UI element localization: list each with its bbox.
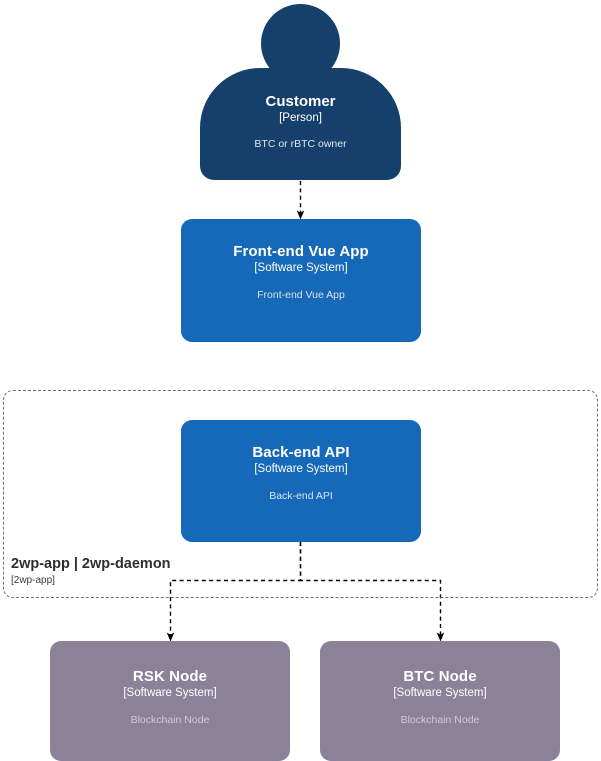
frontend-title: Front-end Vue App	[233, 243, 369, 260]
customer-description: BTC or rBTC owner	[254, 138, 347, 150]
rsk-node-description: Blockchain Node	[130, 714, 210, 726]
node-rsk-node[interactable]: RSK Node [Software System] Blockchain No…	[50, 641, 290, 761]
boundary-2wp-app	[3, 390, 598, 598]
frontend-description: Front-end Vue App	[257, 289, 345, 301]
boundary-name: 2wp-app | 2wp-daemon	[11, 556, 171, 572]
node-btc-node[interactable]: BTC Node [Software System] Blockchain No…	[320, 641, 560, 761]
rsk-node-title: RSK Node	[132, 668, 208, 685]
customer-title: Customer	[265, 93, 336, 110]
customer-stereotype: [Person]	[279, 112, 322, 124]
boundary-label: 2wp-app | 2wp-daemon [2wp-app]	[11, 556, 311, 587]
backend-title: Back-end API	[252, 444, 350, 461]
backend-description: Back-end API	[269, 490, 333, 502]
node-customer[interactable]: Customer [Person] BTC or rBTC owner	[200, 68, 401, 180]
backend-stereotype: [Software System]	[254, 463, 348, 475]
btc-node-description: Blockchain Node	[400, 714, 480, 726]
node-frontend-vue-app[interactable]: Front-end Vue App [Software System] Fron…	[181, 219, 421, 342]
frontend-stereotype: [Software System]	[254, 262, 348, 274]
btc-node-title: BTC Node	[403, 668, 477, 685]
rsk-node-stereotype: [Software System]	[123, 687, 217, 699]
boundary-type: [2wp-app]	[11, 575, 55, 586]
node-backend-api[interactable]: Back-end API [Software System] Back-end …	[181, 420, 421, 542]
btc-node-stereotype: [Software System]	[393, 687, 487, 699]
